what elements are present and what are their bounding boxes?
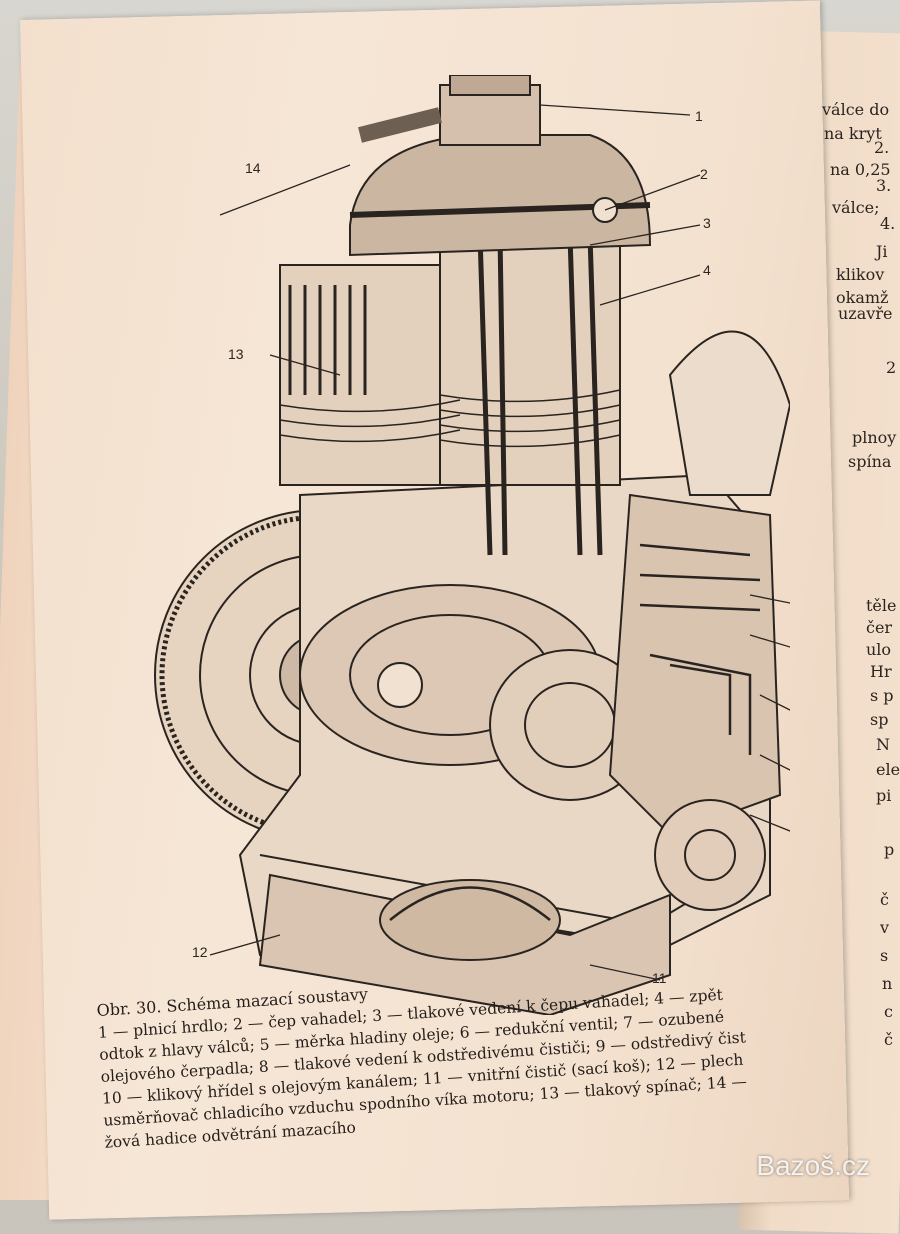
right-page-line: p [884, 840, 895, 859]
right-page-line: Hr [870, 662, 892, 681]
right-page-line: sp [870, 710, 889, 729]
right-page-line: těle [866, 596, 897, 615]
callout-label: 2 [700, 166, 708, 182]
right-page-line: 2. [874, 138, 890, 157]
right-page-line: 2 [886, 358, 897, 377]
callout-label: 14 [245, 160, 261, 176]
right-page-line: ele [876, 760, 900, 779]
right-page-line: č [880, 890, 889, 909]
breather-hose [358, 107, 442, 143]
right-page-line: c [884, 1002, 893, 1021]
valve-cover [349, 134, 652, 257]
right-page-line: 4. [880, 214, 896, 233]
right-page-line: na 0,25 [830, 160, 891, 179]
right-page-line: Ji [876, 242, 888, 261]
right-page-line: v [880, 918, 890, 937]
right-page-line: válce; [832, 198, 880, 217]
right-page-line: ulo [866, 640, 892, 659]
right-page-line: 3. [876, 176, 892, 195]
right-page-line: č [884, 1030, 893, 1049]
right-page-line: s [880, 946, 889, 965]
callout-label: 4 [703, 262, 711, 278]
right-page-line: na kryt [824, 124, 882, 143]
callout-label: 12 [192, 944, 208, 960]
callout-label: 13 [228, 346, 244, 362]
right-page-line: spína [848, 452, 892, 471]
right-page-line: čer [866, 618, 893, 637]
watermark: Bazoš.cz [756, 1150, 870, 1181]
callout-label: 11 [652, 970, 667, 986]
right-page-line: válce do [822, 100, 890, 119]
engine-cutaway-illustration [154, 75, 790, 1015]
callout-label: 3 [703, 215, 711, 231]
right-page-line: n [882, 974, 893, 993]
right-page-line: klikov [836, 265, 885, 284]
right-page-line: plnoy [852, 428, 897, 447]
right-page-line: pi [876, 786, 892, 805]
right-page-line: N [876, 735, 890, 754]
callout-label: 1 [695, 108, 703, 124]
right-page-line: okamž [836, 288, 889, 307]
right-page-line: uzavře [838, 304, 893, 323]
cylinder-left [279, 264, 461, 486]
right-page-line: s p [870, 686, 894, 705]
oil-strainer [379, 879, 561, 961]
